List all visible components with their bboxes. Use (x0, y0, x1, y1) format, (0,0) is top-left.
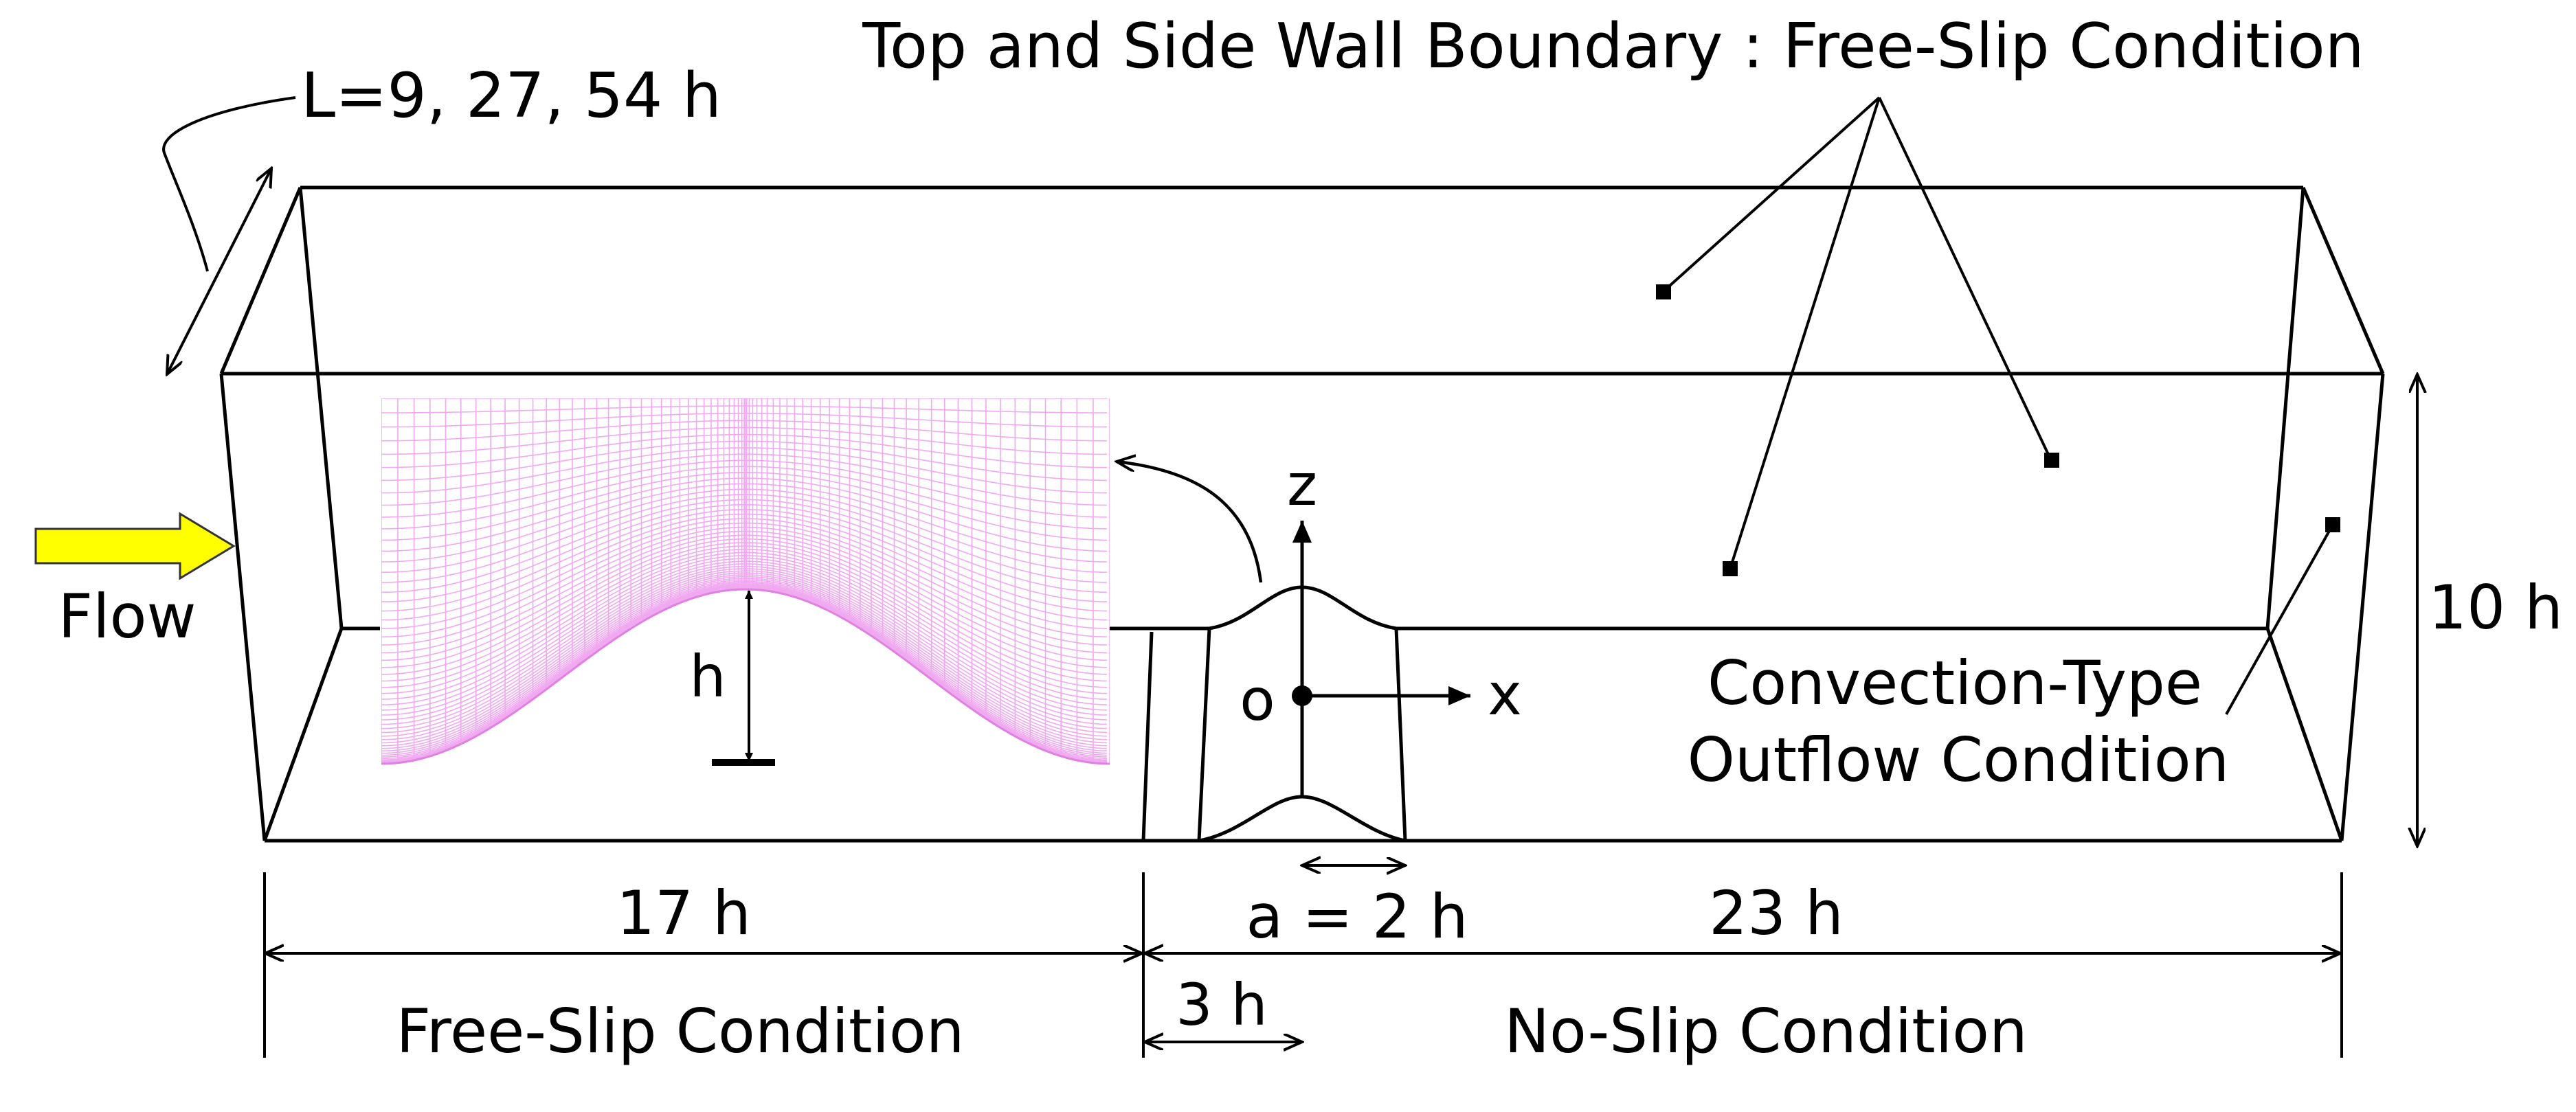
channel-box (219, 185, 2385, 843)
mesh-inset (381, 398, 1110, 765)
outflow-label-line1: Convection-Type (1707, 648, 2202, 718)
mesh-callout-arrow (1117, 462, 1263, 583)
coordinate-axes: z x o (1240, 451, 1522, 795)
domain-height-indicator: 10 h (2417, 374, 2563, 846)
upstream-length-label: 17 h (616, 878, 751, 949)
left-top-depth-edge (219, 187, 302, 374)
hill-height-label: h (689, 643, 726, 710)
x-axis-label: x (1488, 661, 1522, 728)
span-length-indicator: L=9, 27, 54 h (162, 60, 721, 374)
inlet-floor-line (1141, 631, 1154, 841)
outflow-label-line2: Outflow Condition (1688, 725, 2230, 795)
z-axis-label: z (1287, 451, 1317, 519)
left-front-vertical (219, 373, 267, 841)
bottom-dimensions (263, 872, 2343, 1058)
hill-left-edge (1197, 628, 1211, 841)
hill-half-width-label: a = 2 h (1246, 881, 1468, 952)
left-back-vertical (298, 187, 344, 629)
origin-dot (1292, 685, 1312, 706)
hill-front-profile (1198, 795, 1406, 843)
span-length-label: L=9, 27, 54 h (301, 60, 721, 132)
free-slip-bottom-label: Free-Slip Condition (396, 996, 964, 1067)
domain-height-label: 10 h (2428, 572, 2563, 643)
right-front-vertical (2340, 373, 2385, 841)
right-top-depth-edge (2301, 187, 2385, 374)
right-arrow-icon (34, 512, 236, 580)
origin-label: o (1240, 666, 1275, 734)
inlet-offset-label: 3 h (1176, 971, 1267, 1039)
right-back-vertical (2265, 187, 2305, 629)
callout-markers (1656, 284, 2340, 576)
floor-left-depth-edge (262, 628, 344, 841)
outflow-callout-line (2225, 524, 2334, 715)
floor-right-depth-edge (2265, 628, 2344, 841)
hill-height-indicator: h (689, 590, 775, 766)
flow-indicator: Flow (34, 512, 236, 652)
hill-right-edge (1394, 628, 1407, 841)
no-slip-bottom-label: No-Slip Condition (1504, 996, 2028, 1067)
top-boundary-callouts (1661, 96, 2052, 569)
flow-label: Flow (58, 581, 197, 652)
downstream-length-label: 23 h (1709, 878, 1844, 949)
mesh-hill-boundary (381, 588, 1110, 765)
top-boundary-label: Top and Side Wall Boundary : Free-Slip C… (862, 10, 2364, 82)
